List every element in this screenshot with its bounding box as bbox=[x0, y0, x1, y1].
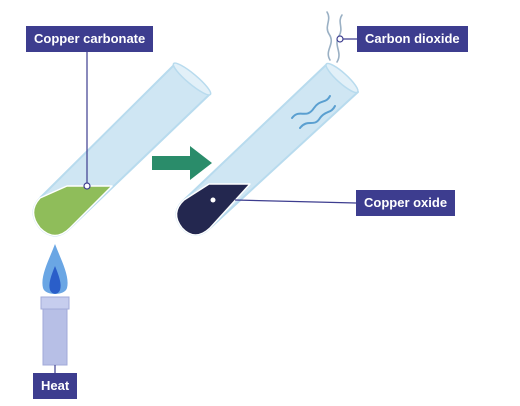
copper-oxide-solid bbox=[175, 183, 251, 236]
copper-carbonate-label: Copper carbonate bbox=[26, 26, 154, 52]
left-test-tube bbox=[32, 62, 212, 237]
copper-carbonate-leader bbox=[83, 52, 91, 190]
copper-carbonate-solid bbox=[32, 185, 113, 237]
copper-oxide-label: Copper oxide bbox=[356, 190, 456, 216]
carbon-dioxide-leader bbox=[336, 35, 357, 43]
carbon-dioxide-label: Carbon dioxide bbox=[357, 26, 468, 52]
right-test-tube bbox=[175, 62, 359, 236]
right-arrow-icon bbox=[152, 146, 212, 180]
copper-oxide-leader bbox=[210, 197, 357, 204]
right-tube-mouth bbox=[325, 62, 359, 94]
bunsen-burner bbox=[40, 244, 70, 366]
heat-label: Heat bbox=[33, 373, 78, 399]
burner-collar bbox=[40, 296, 70, 310]
left-tube-mouth bbox=[172, 62, 212, 96]
gas-wisp-icon bbox=[291, 95, 336, 129]
flame-inner bbox=[49, 266, 61, 294]
